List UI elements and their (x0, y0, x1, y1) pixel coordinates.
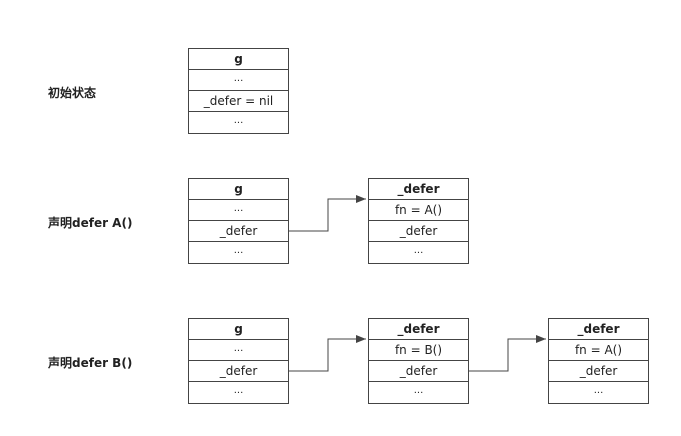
box-cell: ... (189, 70, 288, 91)
box-header: g (189, 179, 288, 200)
box-header: _defer (549, 319, 648, 340)
box-cell: ... (413, 385, 424, 396)
box-cell: fn = B() (369, 340, 468, 361)
box-cell: _defer (189, 361, 288, 382)
box-cell: _defer (369, 221, 468, 242)
g-struct-box: g ... _defer = nil ... (188, 48, 289, 134)
box-cell: ... (233, 245, 244, 256)
box-cell: _defer = nil (189, 91, 288, 112)
box-cell: _defer (549, 361, 648, 382)
box-cell: ... (189, 200, 288, 221)
g-struct-box: g ... _defer ... (188, 178, 289, 264)
pointer-arrow (289, 195, 366, 232)
box-cell: _defer (189, 221, 288, 242)
box-cell: fn = A() (369, 200, 468, 221)
box-cell: _defer (369, 361, 468, 382)
defer-struct-box: _defer fn = A() _defer ... (368, 178, 469, 264)
stage-label-defer-a: 声明defer A() (48, 216, 133, 230)
box-cell: fn = A() (549, 340, 648, 361)
box-header: _defer (369, 179, 468, 200)
box-cell: ... (413, 245, 424, 256)
box-cell: ... (233, 385, 244, 396)
box-header: g (189, 319, 288, 340)
g-struct-box: g ... _defer ... (188, 318, 289, 404)
pointer-arrow (289, 335, 366, 372)
pointer-arrow (469, 335, 546, 372)
stage-label-defer-b: 声明defer B() (48, 356, 133, 370)
defer-struct-box: _defer fn = B() _defer ... (368, 318, 469, 404)
defer-struct-box: _defer fn = A() _defer ... (548, 318, 649, 404)
box-cell: ... (189, 340, 288, 361)
box-cell: ... (593, 385, 604, 396)
box-header: g (189, 49, 288, 70)
box-cell: ... (233, 115, 244, 126)
stage-label-initial: 初始状态 (48, 86, 97, 100)
box-header: _defer (369, 319, 468, 340)
